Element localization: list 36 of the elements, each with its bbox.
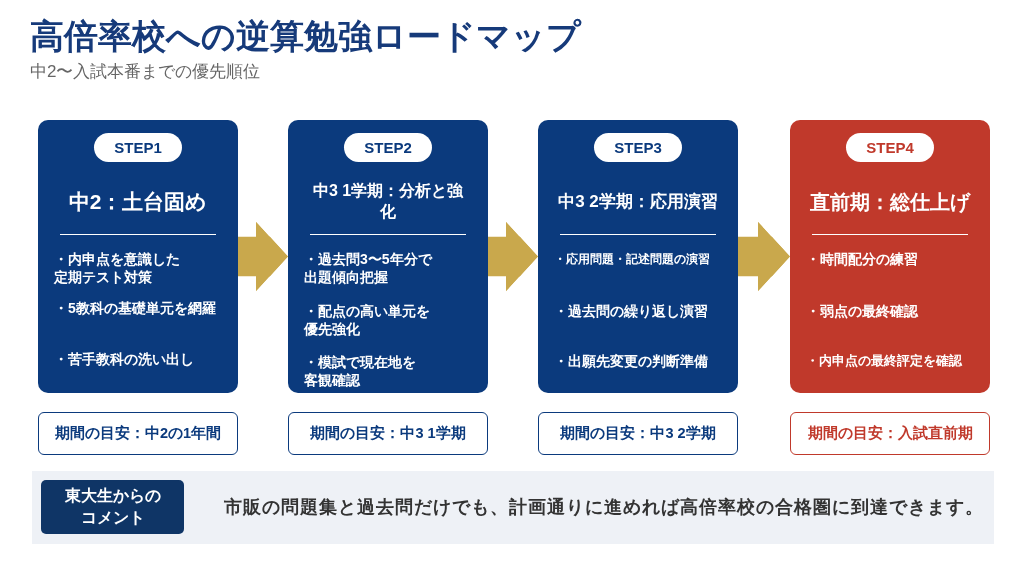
bullet-item: ・苦手教科の洗い出し (54, 350, 194, 368)
step-heading: 直前期：総仕上げ (810, 190, 970, 215)
bullet-item: ・時間配分の練習 (806, 250, 918, 268)
step-heading: 中2：土台固め (68, 189, 208, 216)
step-card (38, 120, 238, 393)
bullet-item: ・5教科の基礎単元を網羅 (54, 299, 216, 317)
step-heading: 中3 2学期：応用演習 (558, 190, 718, 213)
step-heading: 中3 1学期：分析と強化 (311, 181, 465, 222)
step-card (288, 120, 488, 393)
title: 高倍率校への逆算勉強ロードマップ (30, 16, 581, 57)
step-tag: STEP4 (846, 133, 934, 162)
block-arrow (738, 221, 790, 292)
step-tag: STEP2 (344, 133, 432, 162)
step-card (790, 120, 990, 393)
step-card (538, 120, 738, 393)
bullet-item: ・内申点を意識した定期テスト対策 (54, 250, 181, 286)
period-note: 期間の目安：中3 2学期 (538, 412, 738, 455)
bullet-item: ・配点の高い単元を優先強化 (304, 302, 431, 338)
comment-panel (32, 471, 994, 544)
bullet-item: ・出願先変更の判断準備 (554, 352, 708, 370)
bullet-item: ・応用問題・記述問題の演習 (554, 251, 710, 268)
period-note: 期間の目安：中2の1年間 (38, 412, 238, 455)
period-note: 期間の目安：中3 1学期 (288, 412, 488, 455)
block-arrow (488, 221, 538, 292)
bullet-item: ・過去問の繰り返し演習 (554, 302, 708, 320)
subtitle: 中2〜入試本番までの優先順位 (30, 61, 261, 83)
step-tag: STEP1 (94, 133, 182, 162)
bullet-item: ・模試で現在地を客観確認 (304, 353, 417, 389)
comment-tag: 東大生からのコメント (41, 480, 184, 534)
comment-text: 市販の問題集と過去問だけでも、計画通りに進めれば高倍率校の合格圏に到達できます。 (224, 496, 984, 519)
period-note: 期間の目安：入試直前期 (790, 412, 990, 455)
bullet-item: ・内申点の最終評定を確認 (806, 353, 962, 370)
bullet-item: ・過去問3〜5年分で出題傾向把握 (304, 250, 434, 286)
bullet-item: ・弱点の最終確認 (806, 302, 918, 320)
step-tag: STEP3 (594, 133, 682, 162)
block-arrow (238, 221, 288, 292)
